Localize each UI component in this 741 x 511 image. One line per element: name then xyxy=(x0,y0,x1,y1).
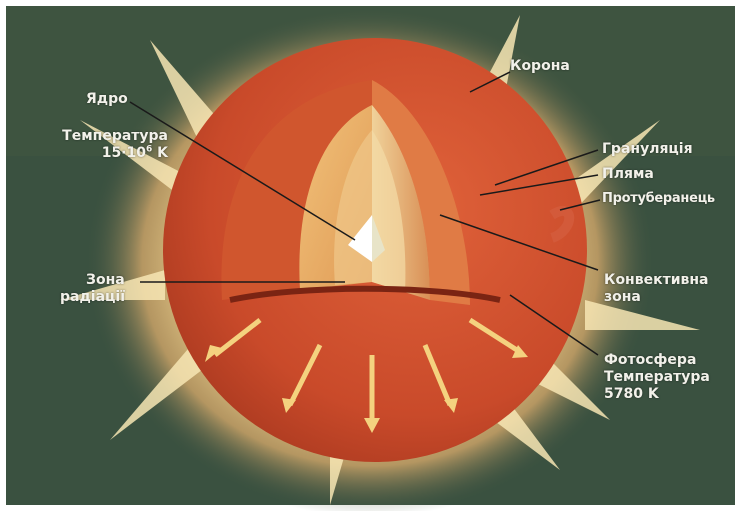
label-photosphere-line2: Температура xyxy=(604,369,710,386)
sun-body xyxy=(163,38,587,462)
label-photosphere: Фотосфера Температура 5780 K xyxy=(604,352,710,403)
label-radiation: Зона радіації xyxy=(60,272,125,306)
label-photosphere-line3: 5780 K xyxy=(604,386,710,403)
label-granulation-text: Грануляція xyxy=(602,141,693,158)
label-prominences: Протуберанець xyxy=(602,190,715,207)
label-core-temp-label: Температура xyxy=(8,128,168,145)
label-core-temp: Температура 15·106 K xyxy=(8,128,168,162)
label-spot: Пляма xyxy=(602,166,654,183)
label-core-name: Ядро xyxy=(86,91,128,108)
label-convective-line1: Конвективна xyxy=(604,272,709,289)
label-convective-line2: зона xyxy=(604,289,709,306)
label-radiation-line1: Зона xyxy=(60,272,125,289)
label-granulation: Грануляція xyxy=(602,141,693,158)
label-convective: Конвективна зона xyxy=(604,272,709,306)
label-core-temp-value: 15·10 xyxy=(102,145,146,161)
label-prominences-text: Протуберанець xyxy=(602,190,715,207)
label-spot-text: Пляма xyxy=(602,166,654,183)
label-core-temp-unit: K xyxy=(152,145,168,161)
label-corona-text: Корона xyxy=(510,58,570,75)
label-core: Ядро xyxy=(86,91,128,108)
label-photosphere-line1: Фотосфера xyxy=(604,352,710,369)
label-corona: Корона xyxy=(510,58,570,75)
label-core-temp-value-line: 15·106 K xyxy=(8,145,168,162)
label-radiation-line2: радіації xyxy=(60,289,125,306)
